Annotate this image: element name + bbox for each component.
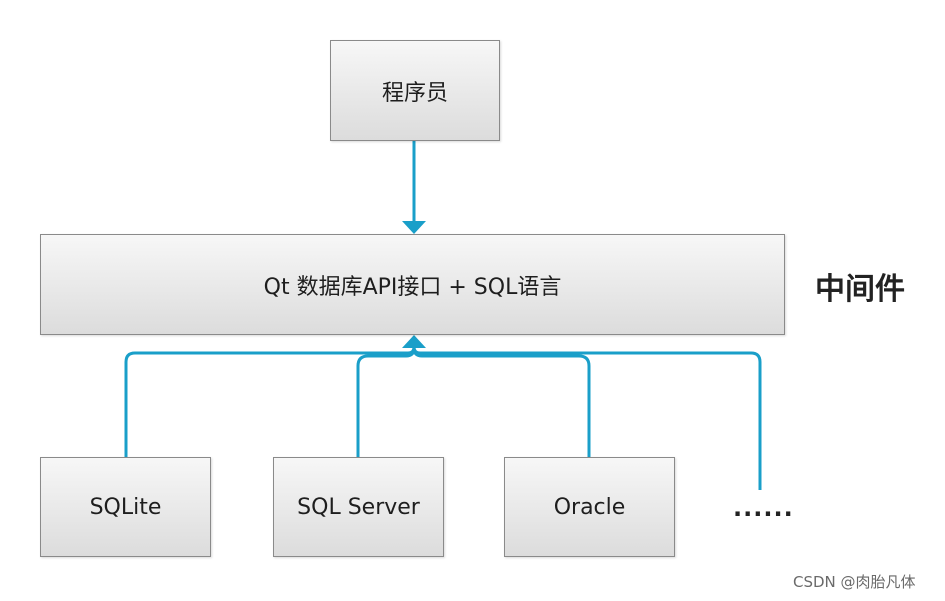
oracle-connector — [412, 347, 591, 457]
more-connector — [412, 346, 762, 490]
database-box-sqlite: SQLite — [40, 457, 211, 557]
middleware-api-label: Qt 数据库API接口 + SQL语言 — [263, 274, 562, 300]
sqlite-connector — [124, 346, 416, 457]
arrowhead-down — [402, 221, 426, 234]
programmer-label: 程序员 — [381, 80, 448, 106]
database-label: SQL Server — [297, 494, 420, 520]
watermark: CSDN @肉胎凡体 — [793, 573, 916, 591]
more-databases-ellipsis: ...... — [733, 494, 794, 522]
middleware-api-box: Qt 数据库API接口 + SQL语言 — [40, 234, 785, 335]
arrowhead-up — [402, 335, 426, 348]
middleware-label: 中间件 — [815, 272, 905, 307]
database-label: SQLite — [89, 494, 162, 520]
sqlserver-connector — [356, 347, 416, 457]
database-box-sqlserver: SQL Server — [273, 457, 444, 557]
database-box-oracle: Oracle — [504, 457, 675, 557]
database-label: Oracle — [553, 494, 626, 520]
programmer-box: 程序员 — [330, 40, 500, 141]
